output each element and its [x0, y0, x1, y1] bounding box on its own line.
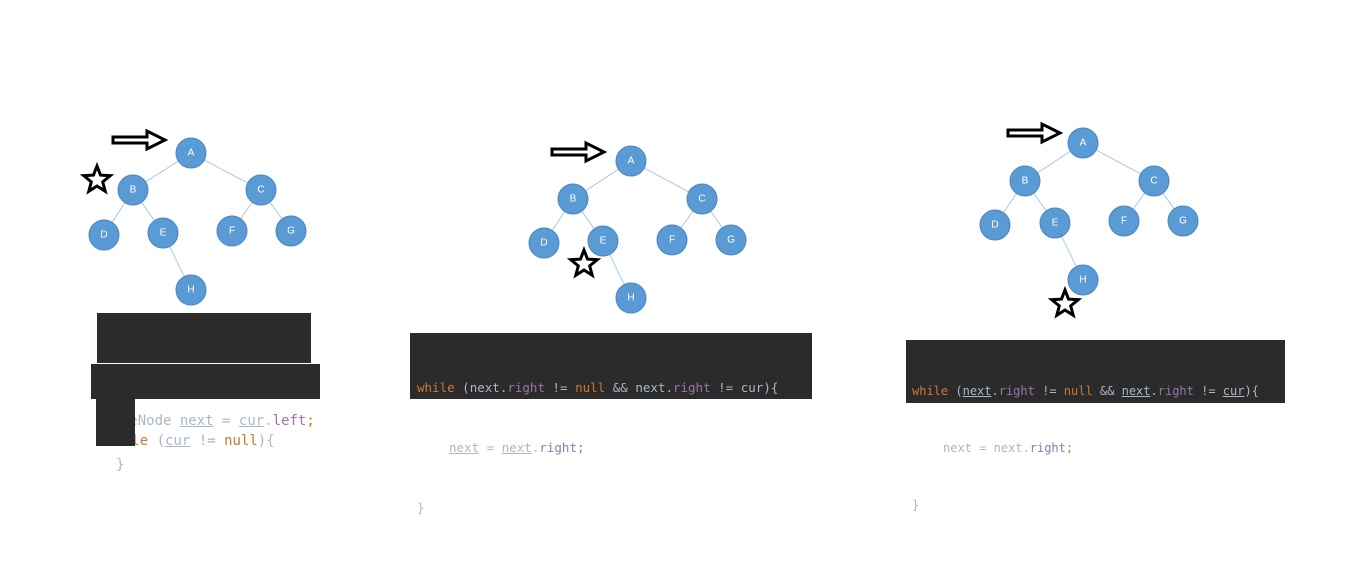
tree-node-label-E: E — [1052, 218, 1059, 229]
tree-node-label-F: F — [1121, 216, 1127, 227]
tree-edge-C-F — [240, 201, 253, 220]
tree-node-H — [1067, 264, 1099, 296]
tree-node-H — [615, 282, 647, 314]
tree-edge-E-H — [1061, 236, 1077, 267]
star-marker-icon — [1047, 285, 1083, 319]
tree-node-E — [587, 225, 619, 257]
tree-edge-E-H — [169, 246, 185, 277]
tree-node-label-D: D — [100, 230, 107, 241]
tree-node-H — [175, 274, 207, 306]
tree-edge-C-F — [1132, 192, 1146, 210]
tree-node-A — [615, 145, 647, 177]
tree-edge-B-D — [111, 202, 126, 223]
tree-node-label-A: A — [188, 148, 195, 159]
tree-node-label-B: B — [130, 185, 137, 196]
tree-node-label-G: G — [287, 226, 295, 237]
tree-node-label-G: G — [1179, 216, 1187, 227]
tree-edge-A-B — [1037, 150, 1071, 174]
tree-node-G — [715, 224, 747, 256]
tree-node-label-B: B — [570, 194, 577, 205]
star-marker-icon — [566, 245, 602, 279]
tree-node-label-B: B — [1022, 176, 1029, 187]
tree-node-B — [117, 174, 149, 206]
tree-edge-C-G — [710, 210, 723, 229]
tree-node-D — [528, 227, 560, 259]
tree-node-E — [147, 217, 179, 249]
code-block-1b: TreeNode next = cur.left; — [91, 364, 320, 429]
tree-node-F — [656, 224, 688, 256]
tree-node-A — [1067, 127, 1099, 159]
tree-edge-A-B — [145, 160, 179, 183]
tree-edge-A-C — [1095, 149, 1142, 175]
tree-node-label-C: C — [257, 185, 264, 196]
tree-edge-C-F — [680, 210, 694, 229]
tree-node-C — [245, 174, 277, 206]
tree-node-C — [686, 183, 718, 215]
tree-node-label-A: A — [628, 156, 635, 167]
tree-edge-B-E — [581, 210, 595, 230]
tree-node-label-D: D — [991, 220, 998, 231]
code-block-3: while (next.right != null && next.right … — [906, 340, 1285, 512]
tree-node-E — [1039, 207, 1071, 239]
tree-node-label-F: F — [229, 226, 235, 237]
code-block-1c: } — [96, 399, 135, 473]
tree-edge-B-D — [1003, 193, 1017, 213]
tree-node-label-H: H — [627, 293, 634, 304]
tree-node-label-F: F — [669, 235, 675, 246]
tree-node-B — [557, 183, 589, 215]
tree-node-G — [1167, 205, 1199, 237]
tree-node-B — [1009, 165, 1041, 197]
tree-node-label-E: E — [160, 228, 167, 239]
tree-edge-A-B — [585, 168, 619, 192]
code-block-2: while (next.right != null && next.right … — [410, 333, 812, 515]
tree-edge-A-C — [204, 159, 248, 184]
tree-node-D — [979, 209, 1011, 241]
tree-diagram-1: A B C D E F G H — [79, 128, 307, 306]
star-marker-icon — [79, 161, 115, 195]
tree-node-G — [275, 215, 307, 247]
tree-node-C — [1138, 165, 1170, 197]
tree-node-label-G: G — [727, 235, 735, 246]
tree-diagram-2: A B C D E F G H — [528, 140, 747, 314]
tree-node-label-H: H — [187, 285, 194, 296]
pointer-arrow-icon — [1006, 121, 1064, 145]
tree-node-label-C: C — [1150, 176, 1157, 187]
tree-node-label-A: A — [1080, 138, 1087, 149]
pointer-arrow-icon — [111, 128, 169, 152]
tree-node-F — [216, 215, 248, 247]
tree-node-A — [175, 137, 207, 169]
pointer-arrow-icon — [550, 140, 608, 164]
tree-edge-B-D — [551, 211, 566, 231]
tree-edge-C-G — [269, 201, 283, 220]
tree-node-label-E: E — [600, 236, 607, 247]
tree-node-label-H: H — [1079, 275, 1086, 286]
tree-edge-B-E — [1033, 192, 1047, 212]
tree-edge-E-H — [609, 254, 625, 285]
tree-node-label-D: D — [540, 238, 547, 249]
tree-diagram-3: A B C D E F G H — [979, 121, 1199, 319]
tree-edge-B-E — [141, 202, 155, 221]
tree-node-D — [88, 219, 120, 251]
tree-edge-A-C — [643, 167, 690, 193]
tree-node-label-C: C — [698, 194, 705, 205]
tree-edge-C-G — [1162, 192, 1175, 210]
tree-node-F — [1108, 205, 1140, 237]
